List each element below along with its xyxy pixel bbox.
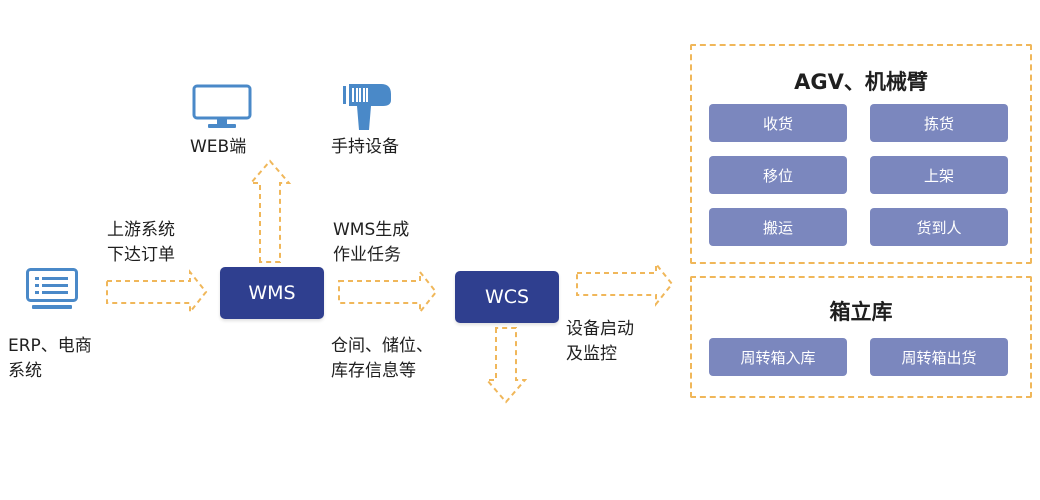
- capability-picking[interactable]: 拣货: [870, 104, 1008, 142]
- wms-to-wcs-top-label-line2: 作业任务: [333, 245, 401, 265]
- arrow-wcs-to-devices: [576, 261, 674, 307]
- erp-label-line2: 系统: [8, 361, 42, 381]
- terminal-icon: [26, 268, 78, 309]
- erp-to-wms-label-line2: 下达订单: [107, 245, 175, 265]
- wms-to-wcs-top-label-line1: WMS生成: [333, 220, 410, 240]
- capability-relocation[interactable]: 移位: [709, 156, 847, 194]
- capability-shelving[interactable]: 上架: [870, 156, 1008, 194]
- handheld-label: 手持设备: [331, 137, 399, 157]
- wcs-to-devices-label-line2: 及监控: [566, 344, 617, 364]
- erp-label-line1: ERP、电商: [8, 336, 92, 356]
- warehouse-panel: 箱立库 周转箱入库 周转箱出货: [690, 276, 1032, 398]
- warehouse-panel-title: 箱立库: [829, 300, 893, 324]
- arrow-wms-to-wcs: [338, 269, 438, 315]
- wms-to-wcs-bottom-label-line1: 仓间、储位、: [331, 336, 433, 356]
- capability-receiving[interactable]: 收货: [709, 104, 847, 142]
- erp-to-wms-label-line1: 上游系统: [107, 220, 175, 240]
- monitor-icon: [192, 84, 252, 128]
- capability-goods-to-person[interactable]: 货到人: [870, 208, 1008, 246]
- arrow-wcs-down: [484, 327, 528, 404]
- arrow-wms-up: [248, 159, 292, 263]
- barcode-scanner-icon: [343, 84, 391, 130]
- capability-tote-outbound[interactable]: 周转箱出货: [870, 338, 1008, 376]
- agv-panel-title: AGV、机械臂: [794, 70, 928, 94]
- web-label: WEB端: [190, 137, 247, 157]
- capability-transport[interactable]: 搬运: [709, 208, 847, 246]
- capability-tote-inbound[interactable]: 周转箱入库: [709, 338, 847, 376]
- wcs-to-devices-label-line1: 设备启动: [566, 319, 634, 339]
- wms-node[interactable]: WMS: [220, 267, 324, 319]
- wcs-node[interactable]: WCS: [455, 271, 559, 323]
- agv-panel: AGV、机械臂 收货 拣货 移位 上架 搬运 货到人: [690, 44, 1032, 264]
- arrow-erp-to-wms: [106, 269, 208, 315]
- wms-to-wcs-bottom-label-line2: 库存信息等: [331, 361, 416, 381]
